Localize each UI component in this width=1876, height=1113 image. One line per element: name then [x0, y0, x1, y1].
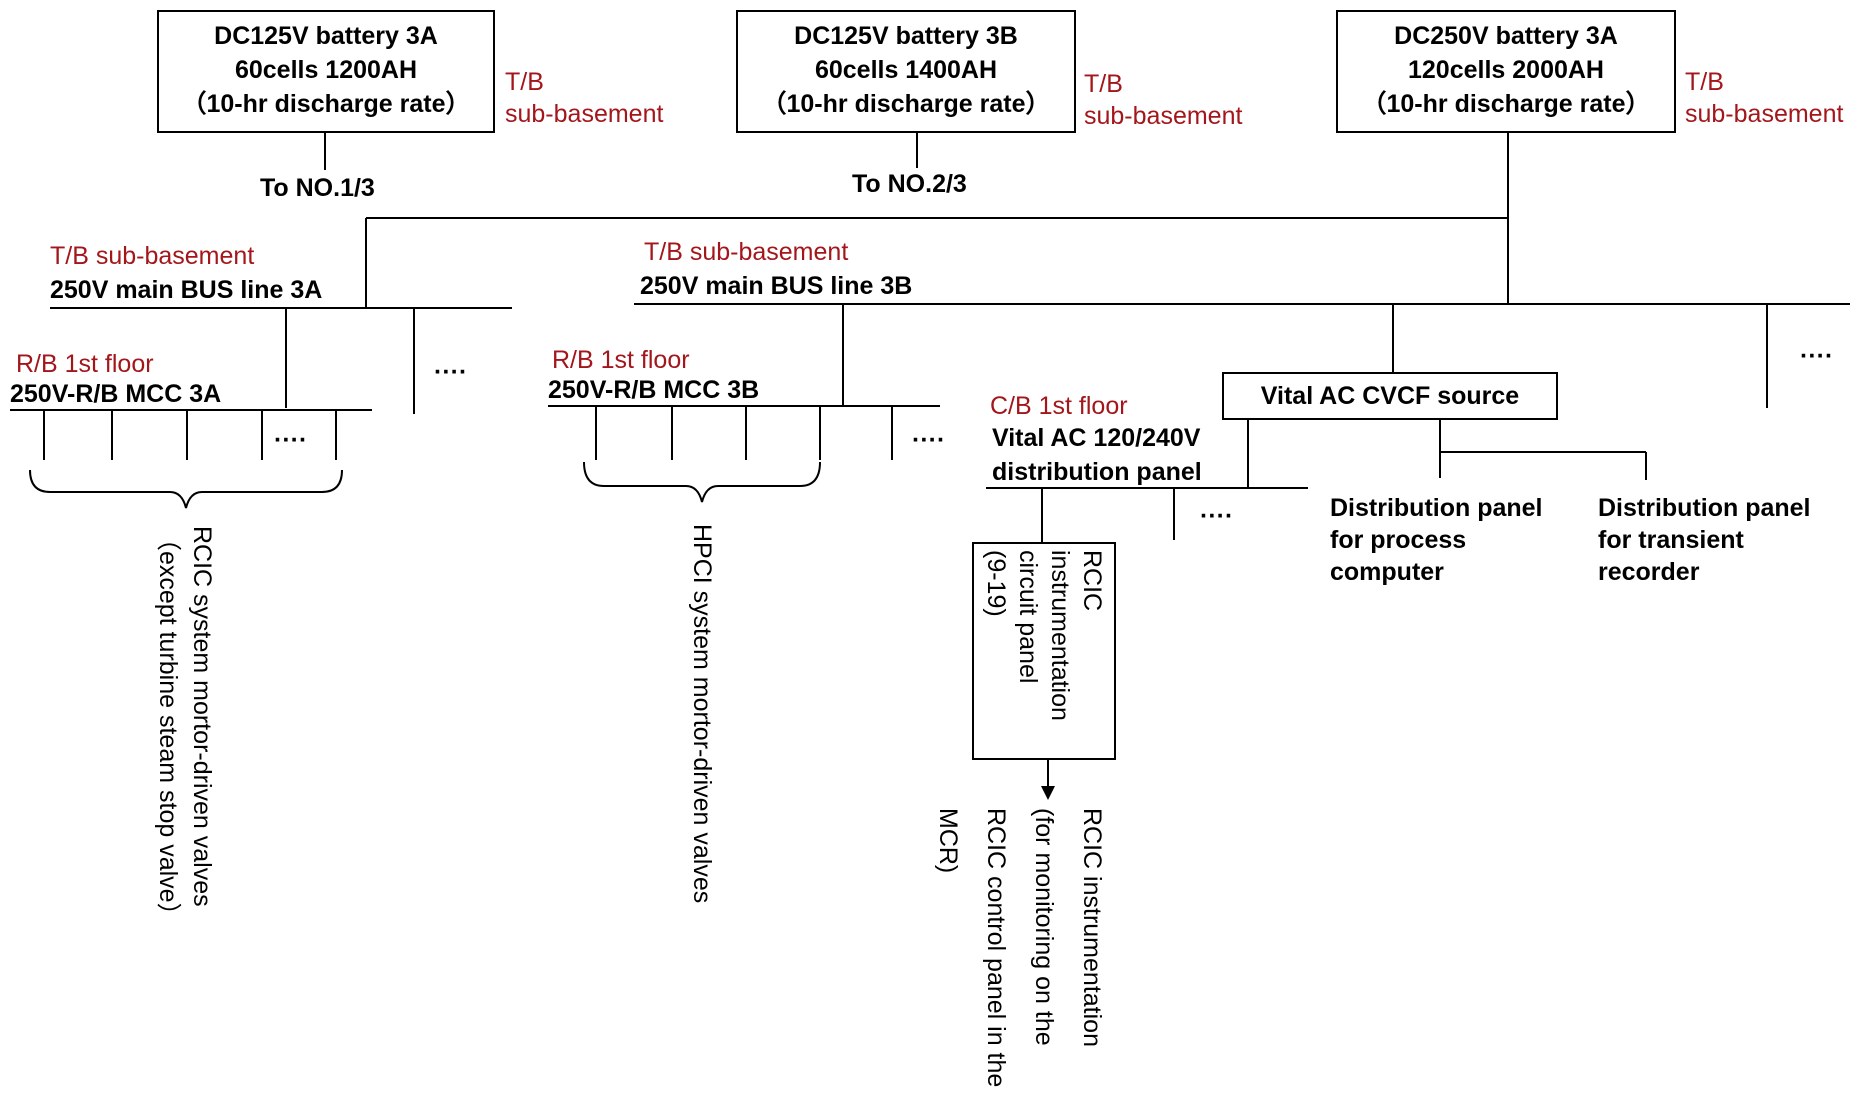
location-label: sub-basement	[505, 100, 664, 128]
hpci-valves-label: HPCI system mortor-driven valves	[688, 524, 716, 904]
battery-label-line: DC125V battery 3B	[794, 22, 1018, 50]
battery-label-line: （10-hr discharge rate）	[761, 90, 1051, 118]
battery-box-125v-3a: DC125V battery 3A 60cells 1200AH （10-hr …	[157, 10, 495, 133]
location-label: T/B	[1084, 70, 1123, 98]
rcic-instrumentation-label: MCR)	[934, 808, 962, 874]
location-label: T/B	[1685, 68, 1724, 96]
arrow-head	[1041, 786, 1055, 800]
rcic-panel-box	[972, 542, 1116, 760]
location-label: sub-basement	[1685, 100, 1844, 128]
ellipsis: ····	[912, 426, 946, 454]
ellipsis: ····	[274, 426, 308, 454]
rcic-valves-label: （except turbine steam stop valve）	[154, 526, 182, 928]
feed-label: To NO.2/3	[852, 170, 967, 198]
rcic-panel-label: circuit panel	[1014, 550, 1042, 684]
distribution-panel-label: Distribution panel	[1598, 494, 1811, 522]
bus-location: T/B sub-basement	[644, 238, 849, 266]
distribution-panel-label: for process	[1330, 526, 1467, 554]
rcic-instrumentation-label: (for monitoring on the	[1030, 808, 1058, 1046]
ellipsis: ····	[1200, 502, 1234, 530]
mcc-location: R/B 1st floor	[16, 350, 154, 378]
rcic-panel-label: (9-19)	[982, 550, 1010, 617]
ellipsis: ····	[434, 358, 468, 386]
mcc-label-3b: 250V-R/B MCC 3B	[548, 376, 760, 404]
battery-label-line: 60cells 1400AH	[814, 56, 998, 84]
battery-label-line: DC250V battery 3A	[1394, 22, 1618, 50]
rcic-valves-label: RCIC system mortor-driven valves	[188, 526, 216, 907]
bus-label-3a: 250V main BUS line 3A	[50, 276, 323, 304]
cvcf-source-box: Vital AC CVCF source	[1222, 372, 1558, 420]
battery-box-250v-3a: DC250V battery 3A 120cells 2000AH （10-hr…	[1336, 10, 1676, 133]
battery-label-line: （10-hr discharge rate）	[1361, 90, 1651, 118]
rcic-panel-label: instrumentation	[1046, 550, 1074, 721]
distribution-panel-label: recorder	[1598, 558, 1700, 586]
battery-label-line: 60cells 1200AH	[234, 56, 418, 84]
vital-panel-label: distribution panel	[992, 458, 1202, 486]
ellipsis: ····	[1800, 342, 1834, 370]
distribution-panel-label: for transient	[1598, 526, 1744, 554]
mcc-location: R/B 1st floor	[552, 346, 690, 374]
rcic-panel-label: RCIC	[1078, 550, 1106, 612]
bus-location: T/B sub-basement	[50, 242, 255, 270]
cvcf-source-label: Vital AC CVCF source	[1260, 382, 1520, 410]
bus-label-3b: 250V main BUS line 3B	[640, 272, 913, 300]
mcc-label-3a: 250V-R/B MCC 3A	[10, 380, 222, 408]
battery-label-line: （10-hr discharge rate）	[181, 90, 471, 118]
location-label: sub-basement	[1084, 102, 1243, 130]
battery-label-line: 120cells 2000AH	[1408, 56, 1604, 84]
vital-location: C/B 1st floor	[990, 392, 1128, 420]
rcic-instrumentation-label: RCIC control panel in the	[982, 808, 1010, 1088]
battery-label-line: DC125V battery 3A	[214, 22, 438, 50]
distribution-panel-label: Distribution panel	[1330, 494, 1543, 522]
rcic-instrumentation-label: RCIC instrumentation	[1078, 808, 1106, 1047]
vital-panel-label: Vital AC 120/240V	[992, 424, 1201, 452]
battery-box-125v-3b: DC125V battery 3B 60cells 1400AH （10-hr …	[736, 10, 1076, 133]
location-label: T/B	[505, 68, 544, 96]
feed-label: To NO.1/3	[260, 174, 375, 202]
distribution-panel-label: computer	[1330, 558, 1444, 586]
